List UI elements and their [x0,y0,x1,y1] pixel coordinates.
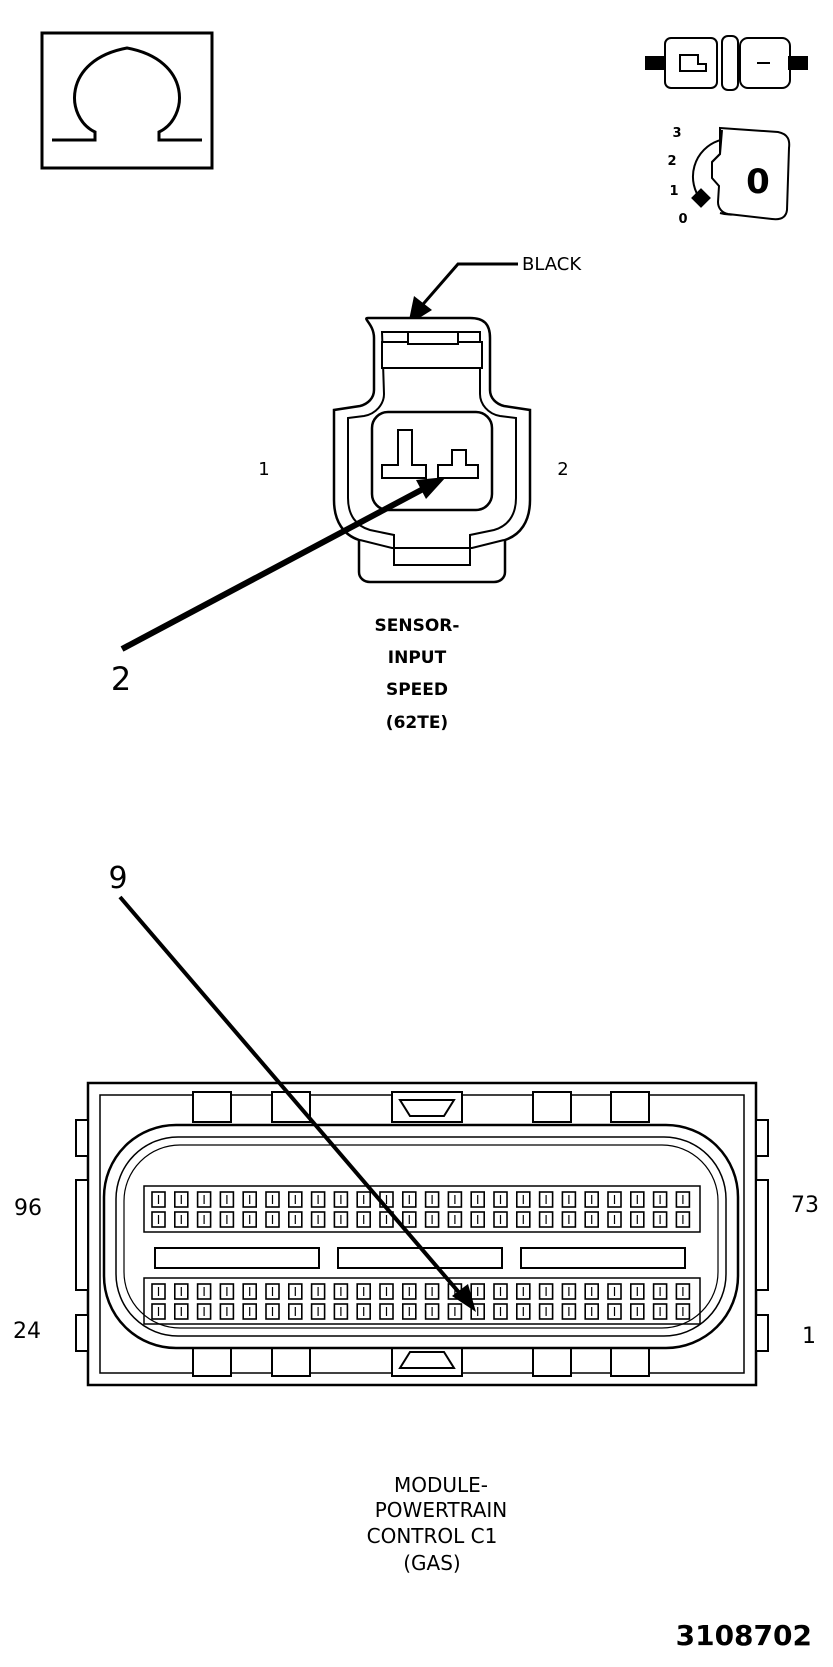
pcm-top-tabs [192,1091,650,1161]
figure-id: 3108702 [676,1619,812,1652]
pcm-pin-1-label: 1 [802,1324,816,1349]
ohmmeter-symbol [40,31,214,170]
pcm-pin-73-label: 73 [791,1193,819,1218]
pcm-title-line-2: POWERTRAIN [375,1498,508,1522]
ignition-position-0: 0 [678,212,687,227]
sensor-callout-label: 2 [111,660,131,698]
ignition-position-1: 1 [669,184,678,199]
sensor-title-line-2: INPUT [388,648,447,668]
pcm-title-line-1: MODULE- [394,1473,488,1497]
pcm-pin-24-label: 24 [13,1319,41,1344]
sensor-pin-1-label: 1 [258,459,269,480]
ignition-key-icon: 0 3 2 1 0 [667,126,791,227]
pcm-callout-label: 9 [108,861,127,896]
sensor-title-line-1: SENSOR- [375,616,460,636]
ignition-position-3: 3 [672,126,681,141]
pcm-title-line-3: CONTROL C1 [367,1524,498,1548]
sensor-connector: BLACK 1 2 2 SENSOR- INPUT SPEED (62TE) [111,254,583,733]
connector-disconnect-icon [645,35,808,91]
ignition-key-label: 0 [746,162,770,202]
sensor-title-line-4: (62TE) [386,713,448,733]
pcm-title-line-4: (GAS) [403,1551,460,1575]
pcm-pin-96-label: 96 [14,1196,42,1221]
connector-color-label: BLACK [522,254,582,275]
sensor-title-line-3: SPEED [386,680,448,700]
pcm-pin-grid [151,1191,691,1320]
pcm-connector: 96 73 24 1 9 MODULE- POWERTRAIN CONTROL … [13,861,819,1575]
ignition-position-2: 2 [667,154,676,169]
sensor-pin-2-label: 2 [557,459,568,480]
